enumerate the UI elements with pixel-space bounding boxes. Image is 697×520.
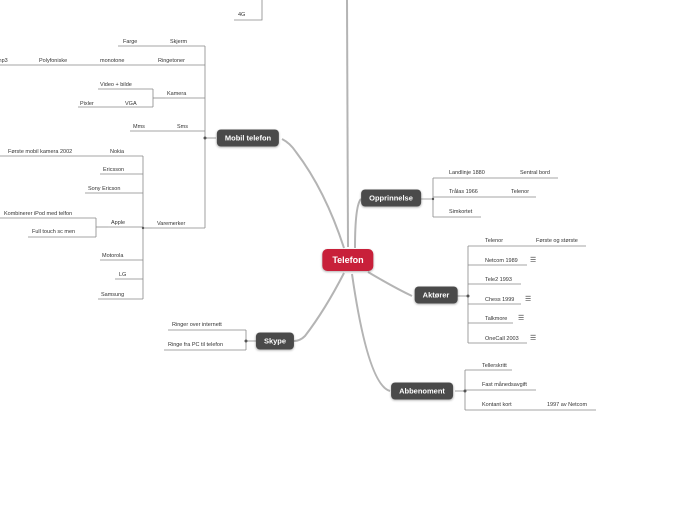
leaf-video-bilde[interactable]: Video + bilde (100, 82, 132, 88)
leaf-landlinje[interactable]: Landlinje 1880 (449, 170, 485, 176)
notes-icon[interactable]: ☰ (518, 314, 525, 322)
leaf-monotone[interactable]: monotone (100, 58, 125, 64)
leaf-varemerker[interactable]: Varemerker (157, 221, 186, 227)
connector-top (346, 0, 349, 248)
connector-aktorer (367, 271, 413, 297)
node-abonnement[interactable]: Abbenoment (391, 382, 453, 400)
notes-icon[interactable]: ☰ (530, 334, 537, 342)
leaf-sony-ericson[interactable]: Sony Ericson (88, 186, 121, 192)
leaf-onecall[interactable]: OneCall 2003 (485, 336, 519, 342)
leaf-sentral-bord[interactable]: Sentral bord (520, 170, 550, 176)
leaf-telenor[interactable]: Telenor (485, 238, 504, 244)
leaf-tele2[interactable]: Tele2 1993 (485, 277, 512, 283)
connector-opprinnelse (354, 198, 362, 249)
leaf-apple-note-touch[interactable]: Full touch sc men (32, 229, 76, 235)
leaf-4g[interactable]: 4G (238, 12, 246, 18)
leaf-motorola[interactable]: Motorola (102, 253, 124, 259)
leaf-tellerskritt[interactable]: Tellerskritt (482, 363, 507, 369)
leaf-skjerm[interactable]: Skjerm (170, 39, 188, 45)
notes-icon[interactable]: ☰ (525, 295, 532, 303)
leaf-ringe-fra-pc[interactable]: Ringe fra PC til telefon (168, 342, 224, 348)
connector-skype (293, 272, 345, 342)
node-mobil-telefon[interactable]: Mobil telefon (216, 129, 280, 147)
leaf-apple-note-ipod[interactable]: Kombinerer iPod med telfon (4, 211, 73, 217)
leaf-farge[interactable]: Farge (123, 39, 138, 45)
leaf-mms[interactable]: Mms (133, 124, 145, 130)
leaf-apple[interactable]: Apple (111, 220, 126, 226)
leaf-fast-manedsavgift[interactable]: Fast månedsavgift (482, 382, 527, 388)
leaf-samsung[interactable]: Samsung (101, 292, 125, 298)
leaf-netcom[interactable]: Netcom 1989 (485, 258, 518, 264)
leaf-ericsson[interactable]: Ericsson (103, 167, 125, 173)
leaf-simkortet[interactable]: Simkortet (449, 209, 473, 215)
notes-icon[interactable]: ☰ (530, 256, 537, 264)
connector-mobil (281, 138, 345, 249)
leaf-nokia-note[interactable]: Første mobil kamera 2002 (8, 149, 73, 155)
leaf-talkmore[interactable]: Talkmore (485, 316, 508, 322)
leaf-nokia[interactable]: Nokia (110, 149, 125, 155)
connector-abonnement (351, 273, 391, 392)
leaf-mp3[interactable]: mp3 (0, 58, 8, 64)
leaf-kamera[interactable]: Kamera (167, 91, 187, 97)
leaf-ringer-over-internett[interactable]: Ringer over internett (172, 322, 222, 328)
leaf-telenor-origin[interactable]: Telenor (511, 189, 530, 195)
leaf-kontant-kort[interactable]: Kontant kort (482, 402, 512, 408)
node-skype[interactable]: Skype (255, 332, 295, 350)
leaf-ringetoner[interactable]: Ringetoner (158, 58, 185, 64)
leaf-sms[interactable]: Sms (177, 124, 188, 130)
leaf-lg[interactable]: LG (119, 272, 127, 278)
leaf-pixler[interactable]: Pixler (80, 101, 94, 107)
leaf-tralas[interactable]: Trålas 1966 (449, 189, 478, 195)
leaf-vga[interactable]: VGA (125, 101, 137, 107)
node-aktorer[interactable]: Aktører (414, 286, 458, 304)
leaf-forste-storste[interactable]: Første og største (536, 238, 578, 244)
leaf-chess[interactable]: Chess 1999 (485, 297, 515, 303)
leaf-1997-netcom[interactable]: 1997 av Netcom (547, 402, 588, 408)
leaf-polyfoniske[interactable]: Polyfoniske (39, 58, 68, 64)
root-node-telefon[interactable]: Telefon (322, 249, 374, 271)
node-opprinnelse[interactable]: Opprinnelse (361, 189, 421, 207)
